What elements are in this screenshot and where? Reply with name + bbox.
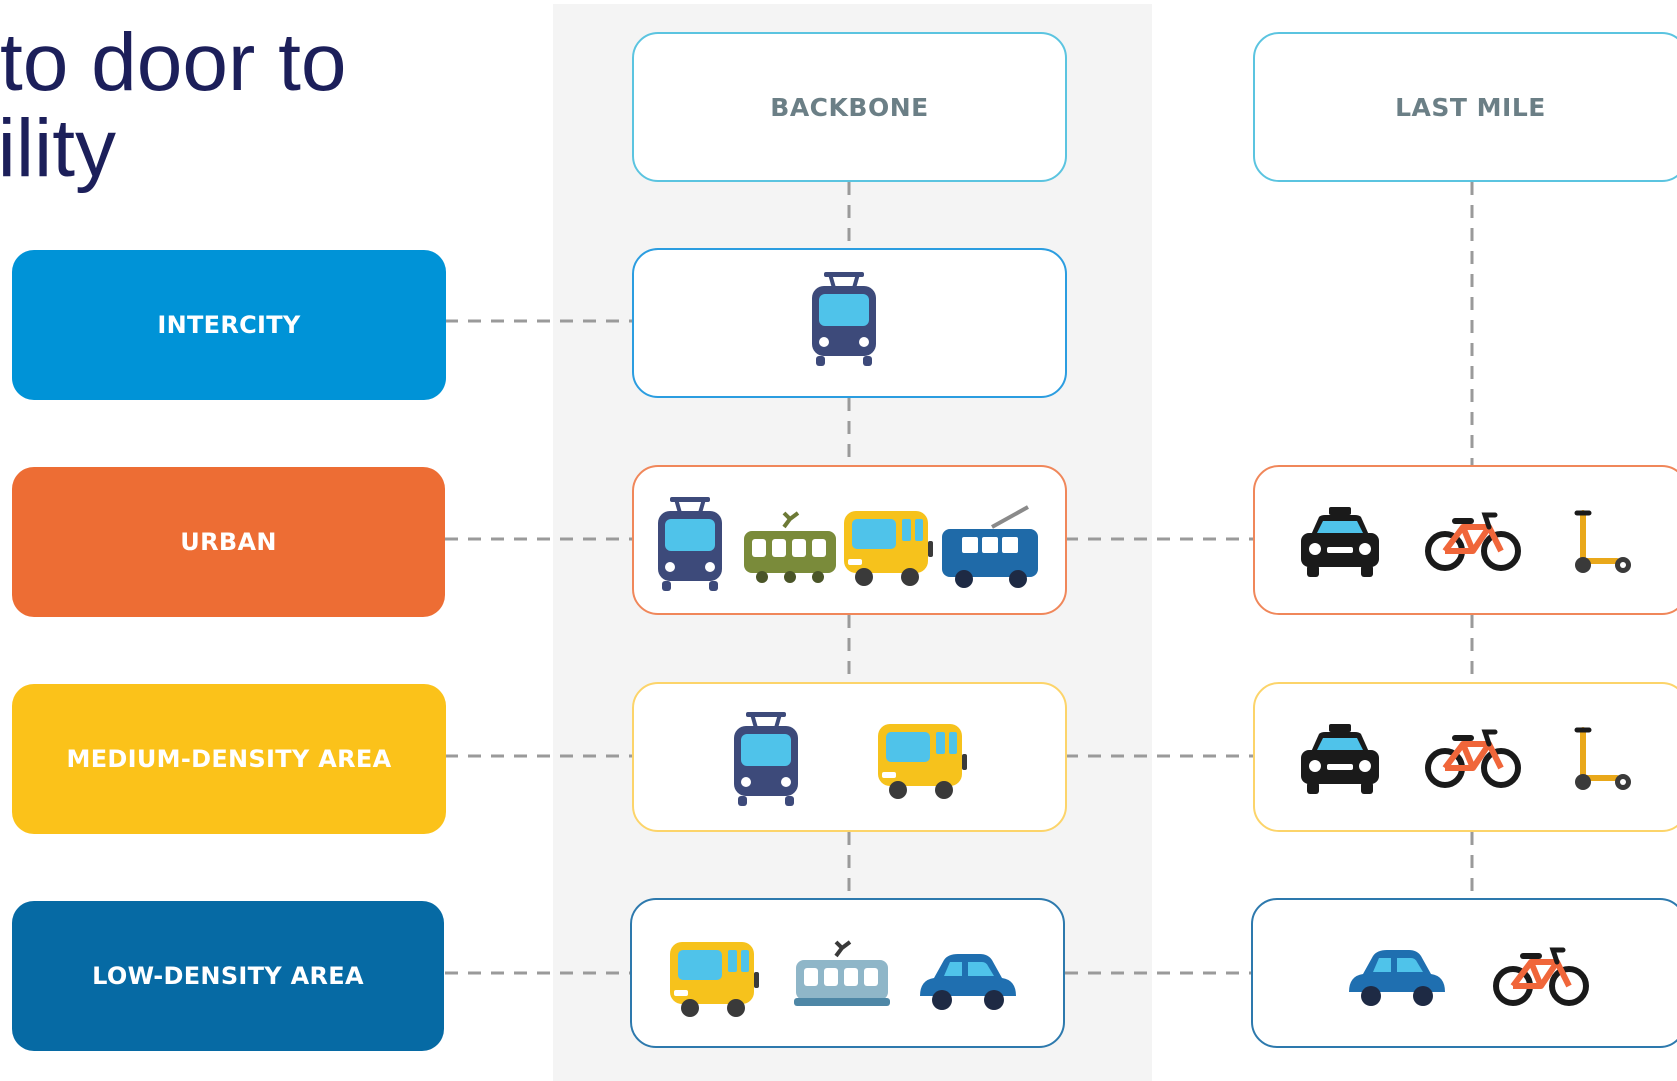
backbone-low-density-card (630, 898, 1065, 1048)
backbone-header: BACKBONE (632, 32, 1067, 182)
slide-title-line-2: bility (0, 103, 117, 194)
last-mile-medium-density-card (1253, 682, 1677, 832)
category-urban: URBAN (12, 467, 445, 617)
tram-light-icon (792, 934, 892, 1018)
trolleybus-front-icon (726, 710, 806, 814)
car-icon (914, 944, 1022, 1018)
category-urban-label: URBAN (180, 528, 277, 556)
backbone-intercity-card (632, 248, 1067, 398)
taxi-icon (1297, 722, 1383, 804)
bicycle-icon (1425, 509, 1521, 577)
category-medium-density-label: MEDIUM-DENSITY AREA (66, 745, 392, 773)
category-intercity-label: INTERCITY (157, 311, 301, 339)
category-intercity: INTERCITY (12, 250, 446, 400)
slide-title-line-1: to door to (0, 17, 347, 108)
last-mile-urban-card (1253, 465, 1677, 615)
backbone-urban-card (632, 465, 1067, 615)
last-mile-low-density-card (1251, 898, 1677, 1048)
tram-icon (740, 507, 840, 591)
slide-title: to door to bility (0, 8, 500, 198)
last-mile-header: LAST MILE (1253, 32, 1677, 182)
category-low-density-label: LOW-DENSITY AREA (92, 962, 364, 990)
trolleybus-side-icon (938, 501, 1042, 593)
bus-icon (840, 505, 936, 595)
bus-icon (666, 936, 762, 1026)
bicycle-icon (1493, 944, 1589, 1012)
bus-icon (874, 718, 970, 808)
scooter-icon (1565, 724, 1635, 798)
trolleybus-front-icon (804, 270, 884, 374)
backbone-header-label: BACKBONE (770, 92, 929, 122)
trolleybus-front-icon (650, 495, 730, 599)
last-mile-header-label: LAST MILE (1395, 92, 1546, 122)
scooter-icon (1565, 507, 1635, 581)
car-icon (1343, 940, 1451, 1014)
taxi-icon (1297, 505, 1383, 587)
category-medium-density: MEDIUM-DENSITY AREA (12, 684, 446, 834)
backbone-medium-density-card (632, 682, 1067, 832)
category-low-density: LOW-DENSITY AREA (12, 901, 444, 1051)
bicycle-icon (1425, 726, 1521, 794)
